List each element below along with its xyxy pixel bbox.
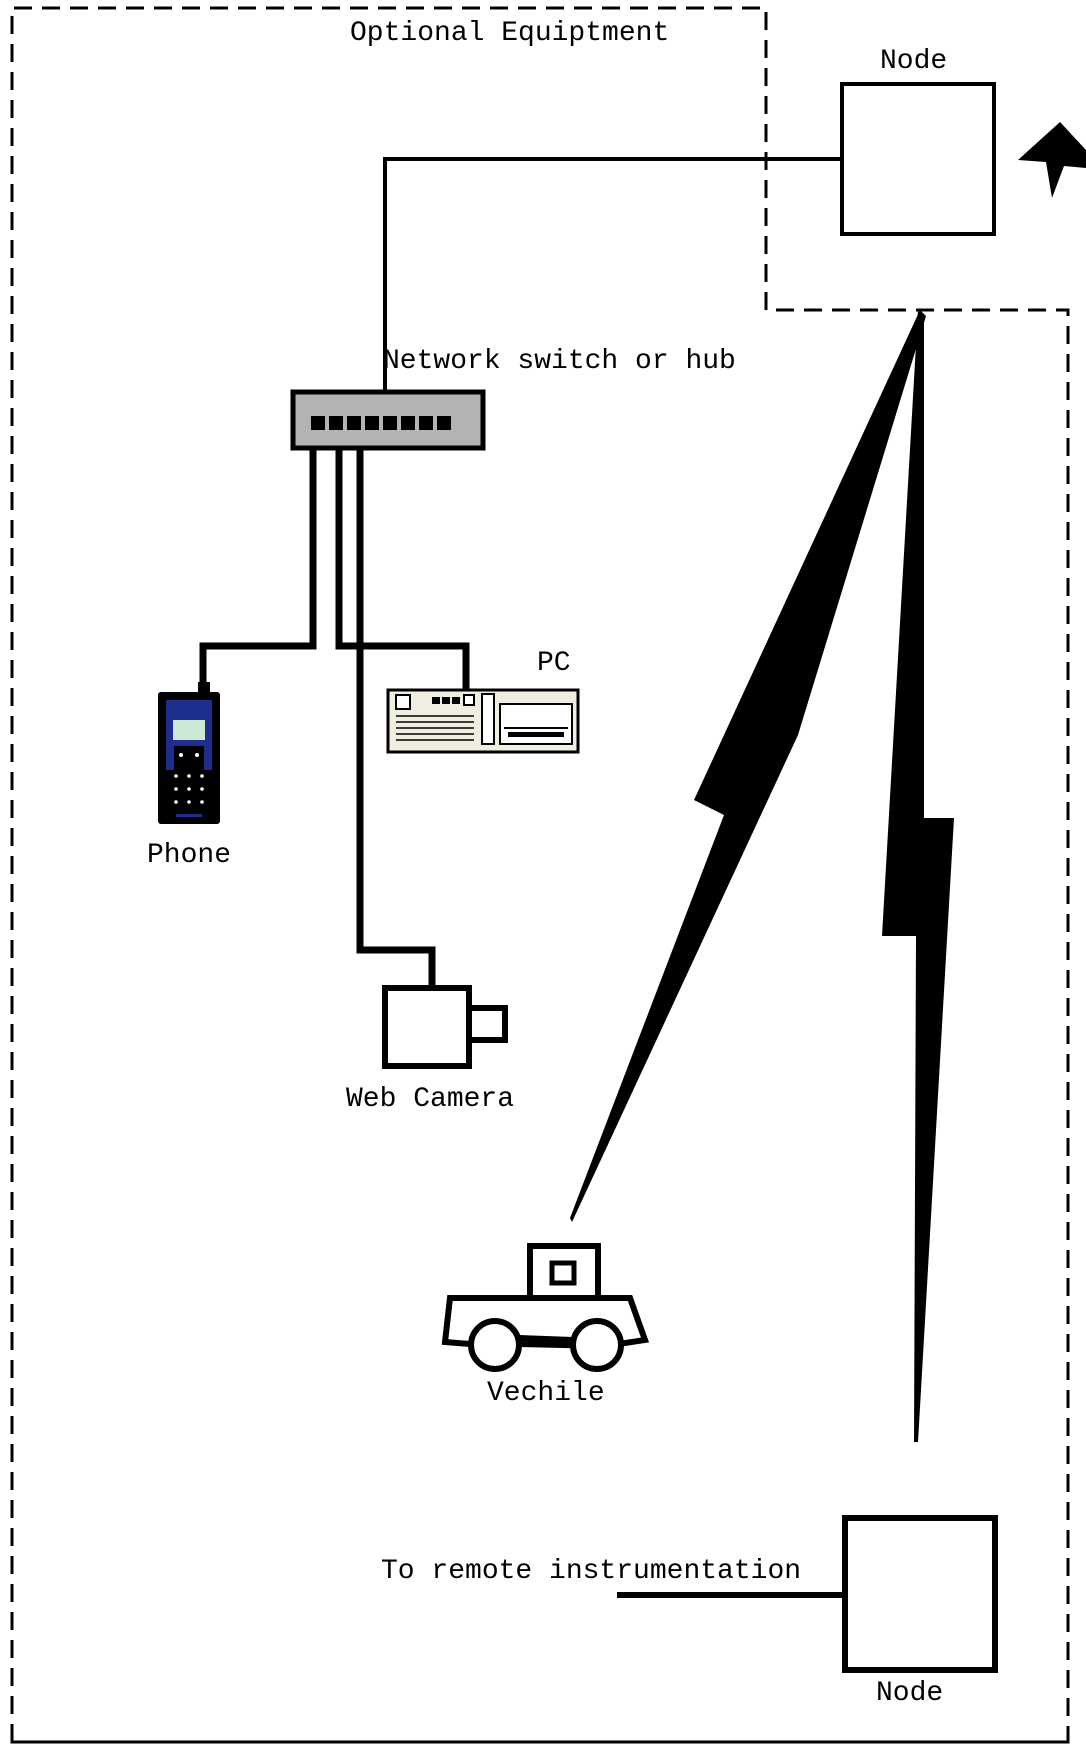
- switch-port: [347, 416, 361, 430]
- switch-port: [437, 416, 451, 430]
- top-node-box: [842, 84, 994, 234]
- lightning-bolt-icon: [1018, 122, 1086, 198]
- pc-power-button: [396, 695, 410, 709]
- camera-lens: [469, 1008, 505, 1040]
- vehicle-wheel: [573, 1321, 621, 1369]
- remote-instrumentation-label: To remote instrumentation: [381, 1556, 801, 1587]
- switch-to-phone-cable: [203, 448, 313, 688]
- switch-port: [401, 416, 415, 430]
- optional-equipment-label: Optional Equiptment: [350, 18, 669, 49]
- phone-label: Phone: [147, 840, 231, 871]
- bottom-node-box: [845, 1518, 995, 1670]
- pc-drive-bay: [500, 704, 572, 744]
- switch-port: [329, 416, 343, 430]
- vehicle-wheel: [471, 1321, 519, 1369]
- switch-port: [383, 416, 397, 430]
- switch-port: [311, 416, 325, 430]
- vehicle-icon: [445, 1246, 645, 1369]
- camera-label: Web Camera: [346, 1084, 514, 1115]
- camera-body: [385, 988, 469, 1066]
- switch-label: Network switch or hub: [383, 346, 736, 377]
- bottom-node-label: Node: [876, 1678, 943, 1709]
- lightning-bolt-icon: [882, 310, 954, 1442]
- phone-screen: [173, 720, 205, 740]
- switch-port: [419, 416, 433, 430]
- phone-side-panel: [166, 746, 174, 770]
- vehicle-window: [552, 1263, 574, 1283]
- switch-port: [365, 416, 379, 430]
- pc-label: PC: [537, 648, 571, 679]
- phone-side-panel: [204, 746, 212, 770]
- web-camera-icon: [385, 988, 505, 1066]
- pc-icon: [388, 690, 578, 752]
- vehicle-label: Vechile: [487, 1378, 605, 1409]
- network-switch-icon: [293, 392, 483, 448]
- lightning-bolt-icon: [570, 310, 926, 1222]
- phone-icon: [158, 682, 220, 824]
- pc-side-panel: [482, 694, 494, 744]
- top-node-label: Node: [880, 46, 947, 77]
